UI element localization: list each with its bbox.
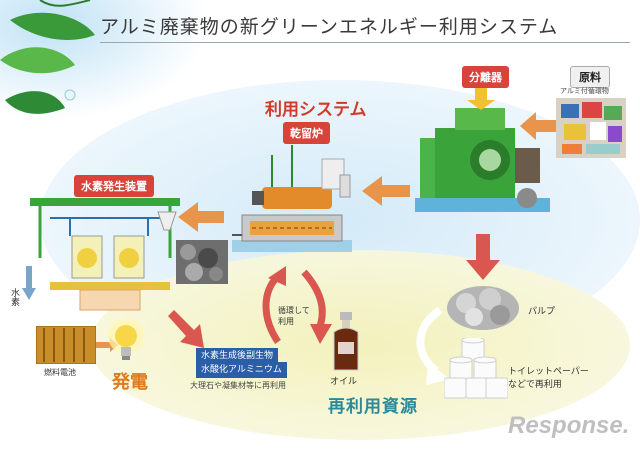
dry-distillation-badge: 乾留炉: [283, 122, 330, 144]
pulp-photo: [447, 286, 519, 330]
byproduct-line2: 水酸化アルミニウム: [196, 362, 287, 378]
byproduct-line1: 水素生成後副生物: [196, 348, 279, 364]
response-watermark: Response.: [508, 412, 630, 439]
residue-photo: [176, 240, 228, 284]
toilet-roll-icon: [444, 338, 508, 399]
leaf-icon: [0, 0, 95, 114]
circulation-arrow: [262, 266, 332, 344]
dry-distillation-machine: [232, 145, 352, 252]
hydrogen-arrow: [22, 266, 36, 300]
oil-bottle-icon: [333, 312, 359, 371]
hydrogen-generator-machine: [30, 198, 180, 311]
fuel-cell-icon: [36, 326, 96, 364]
separator-machine: [415, 88, 550, 212]
arrow-furnace-to-generator: [178, 202, 224, 232]
recycled-resources-heading: 再利用資源: [328, 397, 418, 417]
raw-material-photo: [556, 98, 626, 158]
title-rule: [100, 42, 630, 43]
arrow-generator-to-byproduct: [168, 310, 204, 348]
power-generation-label: 発電: [112, 372, 148, 393]
hydrogen-generator-badge: 水素発生装置: [74, 175, 154, 197]
pulp-label: パルプ: [528, 307, 556, 317]
light-bulb-icon: [108, 318, 144, 360]
circulation-label: 循環して 利用: [278, 306, 310, 326]
page-title: アルミ廃棄物の新グリーンエネルギー利用システム: [100, 16, 559, 38]
hydrogen-label: 水素: [9, 288, 19, 306]
arrow-raw-to-separator: [520, 112, 556, 140]
raw-material-sub: アルミ付循環物: [560, 87, 609, 95]
arrow-separator-to-furnace: [362, 176, 410, 206]
fuel-cell-label: 燃料電池: [44, 368, 76, 377]
separator-badge: 分離器: [462, 66, 509, 88]
raw-material-badge: 原料: [570, 66, 610, 88]
oil-label: オイル: [330, 377, 358, 387]
arrow-separator-to-pulp: [466, 234, 500, 280]
toilet-paper-line2: などで再利用: [508, 380, 562, 390]
usage-system-heading: 利用システム: [265, 100, 367, 120]
byproduct-use: 大理石や凝集材等に再利用: [190, 381, 286, 390]
toilet-paper-line1: トイレットペーパー: [508, 367, 589, 377]
